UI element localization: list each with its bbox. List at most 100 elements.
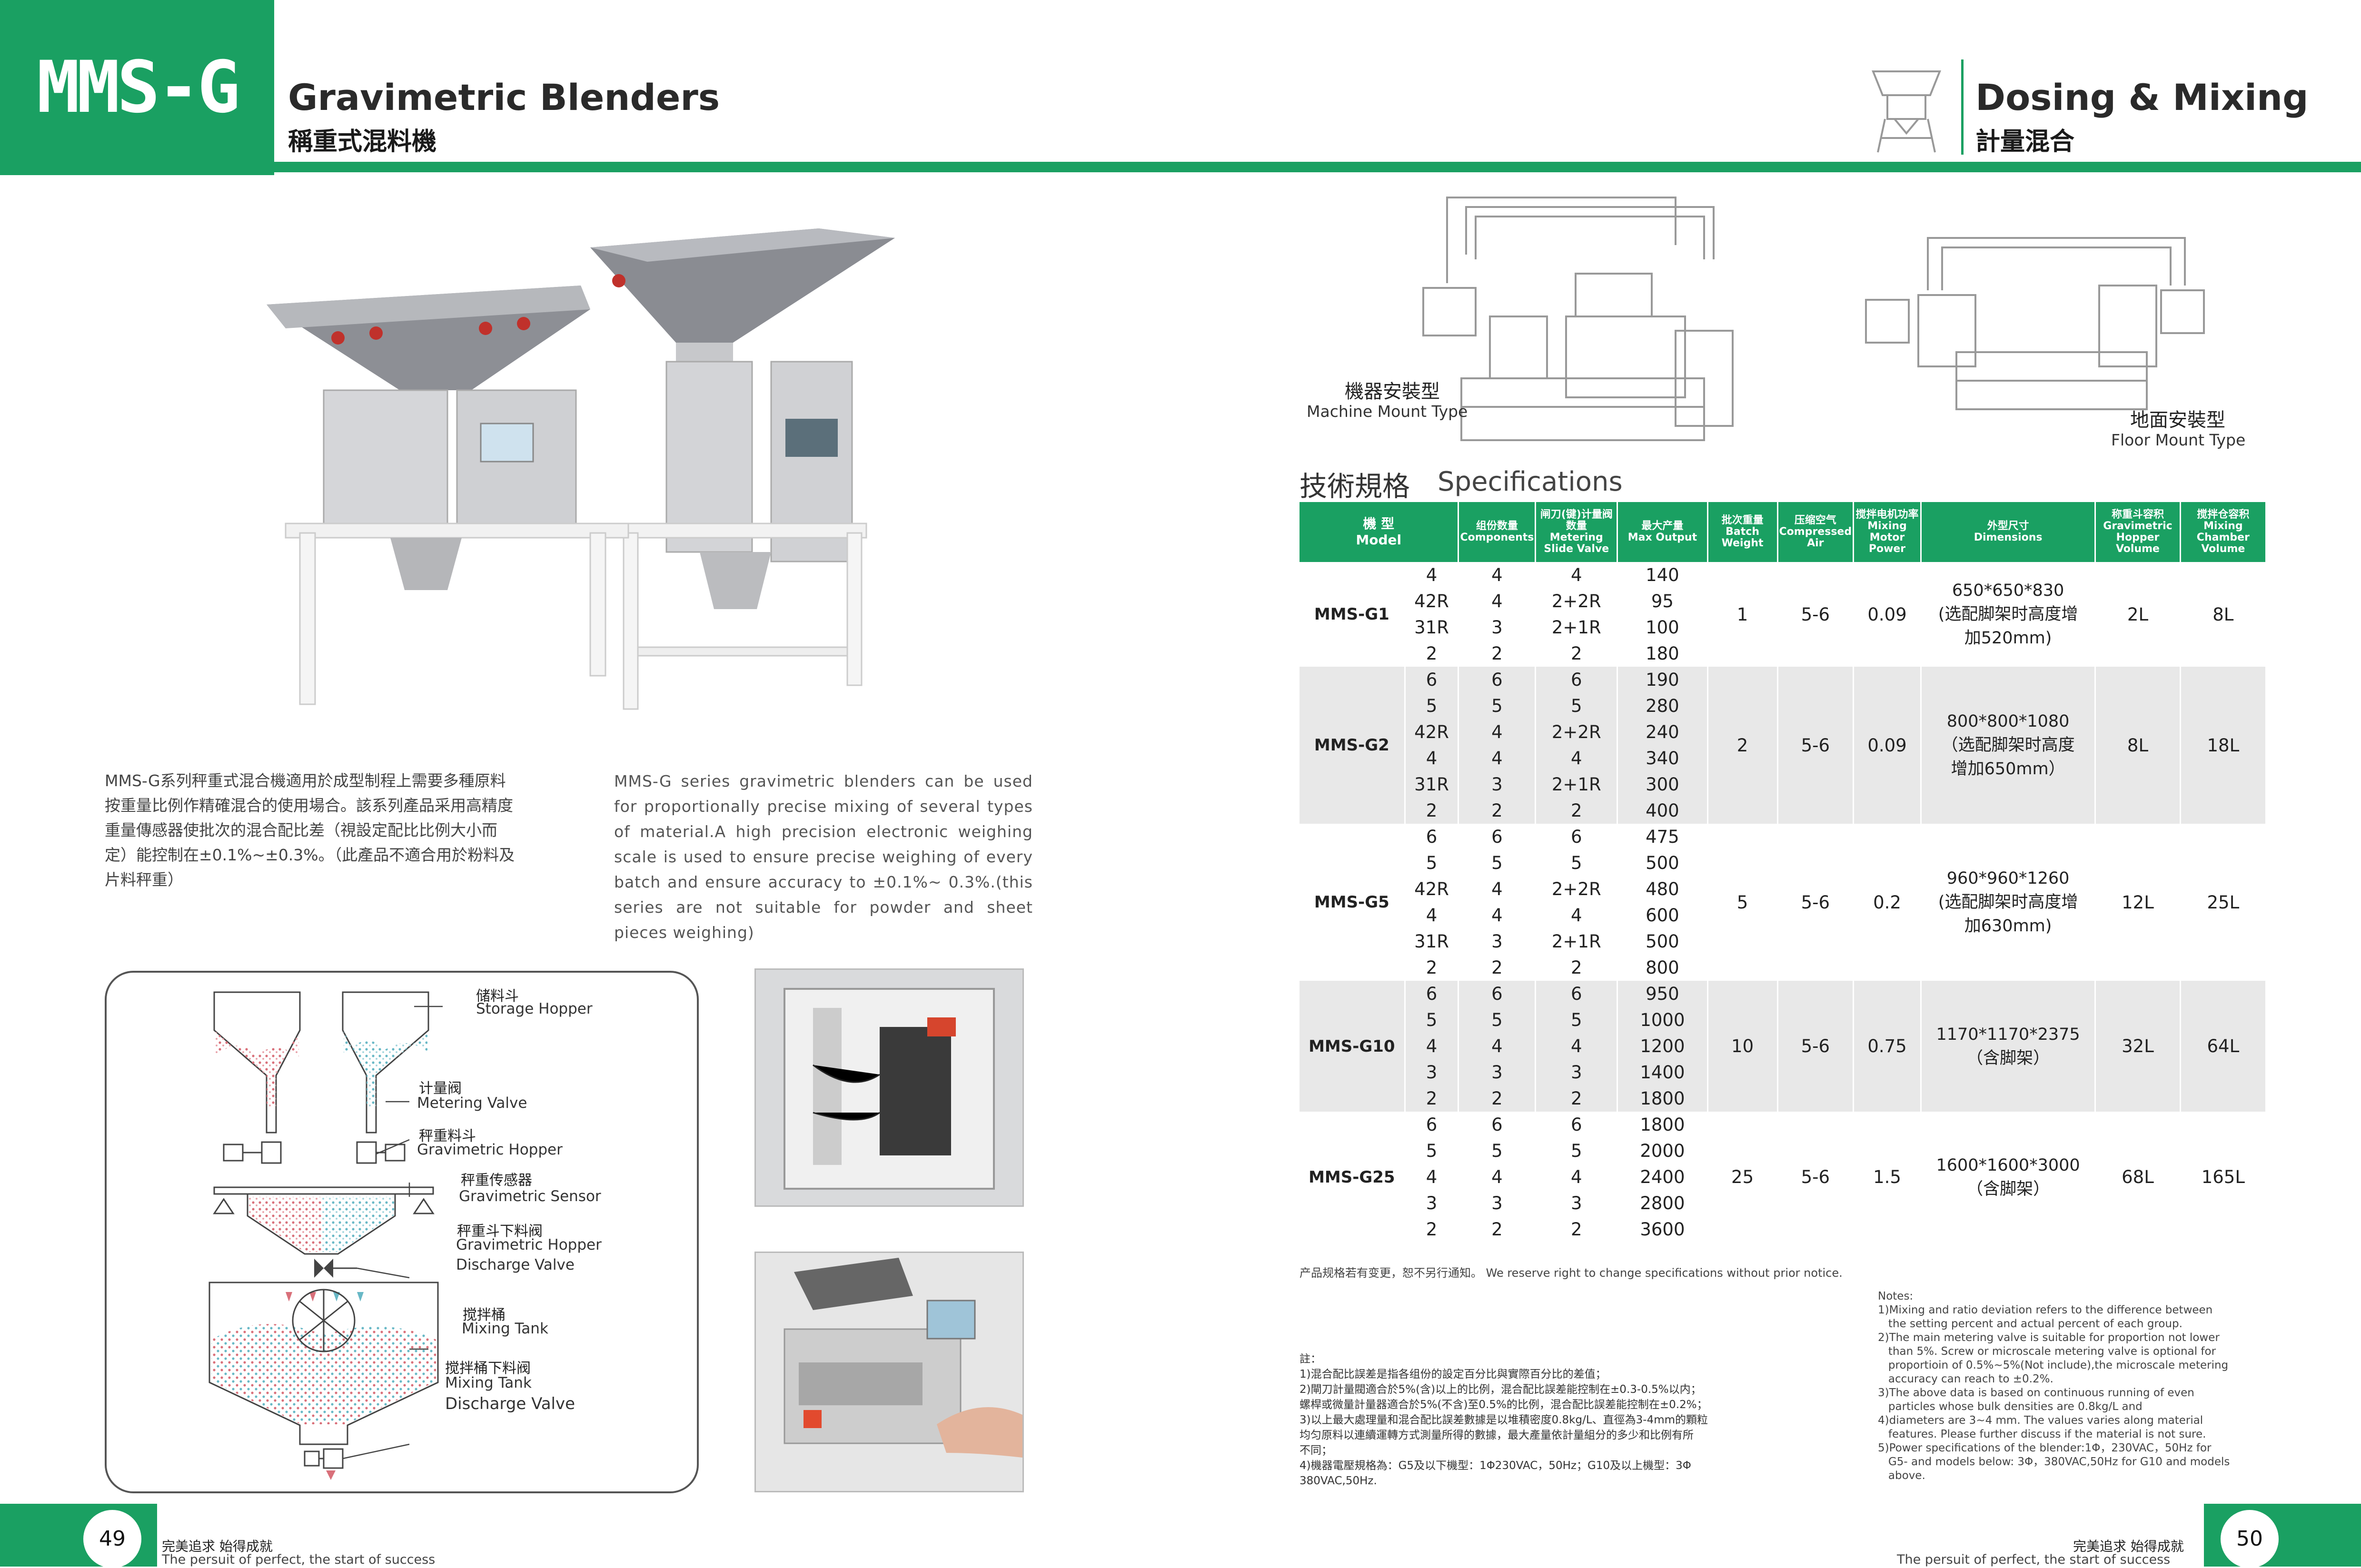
machine-mount-label-en: Machine Mount Type [1307,402,1468,421]
cell-dimensions: 800*800*1080（选配脚架时高度增加650mm） [1921,667,2096,824]
page-number-left: 49 [99,1527,126,1551]
cell-valve: 5 [1535,1138,1618,1164]
label-storage-hopper-cn: 储料斗 [476,988,519,1005]
cell-components: 6 [1458,667,1537,693]
floor-mount-diagram [1865,237,2205,410]
cell-model: MMS-G5 [1300,824,1406,981]
note-cn-line: 均匀原料以連續運轉方式測量所得的數據，最大產量依計量組分的多少和比例有所 [1300,1429,1694,1441]
cell-valve: 2 [1535,798,1618,824]
cell-valve: 4 [1535,902,1618,928]
cell-batch: 25 [1707,1112,1778,1243]
cell-valve: 2+1R [1535,771,1618,798]
cell-components: 3 [1458,928,1537,955]
cell-chamber-volume: 18L [2180,667,2267,824]
note-cn-line: 註： [1300,1353,1321,1365]
cell-variant: 42R [1405,719,1459,745]
note-en-line: particles whose bulk densities are 0.8kg… [1878,1400,2143,1413]
cell-valve: 2 [1535,1085,1618,1112]
cell-output: 950 [1617,981,1708,1007]
cell-components: 4 [1458,745,1537,771]
cell-valve: 2 [1535,955,1618,981]
cell-output: 1000 [1617,1007,1708,1033]
cell-air: 5-6 [1777,824,1855,981]
cell-batch: 2 [1707,667,1778,824]
cell-output: 800 [1617,955,1708,981]
cell-variant: 42R [1405,876,1459,902]
cell-variant: 5 [1405,1138,1459,1164]
cell-output: 280 [1617,693,1708,719]
note-en-line: the setting percent and actual percent o… [1878,1318,2182,1330]
note-en-line: accuracy can reach to ±0.2%. [1878,1373,2053,1385]
cell-variant: 31R [1405,614,1459,641]
note-en-line: above. [1878,1469,1925,1482]
cell-components: 5 [1458,1007,1537,1033]
cell-valve: 4 [1535,562,1618,588]
th-chamber-volume: 搅拌仓容积 Mixing Chamber Volume [2180,502,2267,562]
note-en-line: 1)Mixing and ratio deviation refers to t… [1878,1304,2213,1316]
cell-output: 1800 [1617,1112,1708,1138]
cell-output: 480 [1617,876,1708,902]
cell-output: 3600 [1617,1216,1708,1243]
cell-batch: 1 [1707,562,1778,667]
cell-components: 4 [1458,1033,1537,1059]
cell-valve: 6 [1535,824,1618,850]
cell-output: 600 [1617,902,1708,928]
brand-logo-text: MMS-G [37,46,240,129]
control-cabinet-photo [754,968,1024,1207]
cell-variant: 6 [1405,1112,1459,1138]
cell-power: 0.09 [1853,562,1922,667]
cell-components: 4 [1458,562,1537,588]
cell-air: 5-6 [1777,1112,1855,1243]
notes-en: Notes:1)Mixing and ratio deviation refer… [1878,1290,2287,1483]
page-number-left-badge [83,1510,141,1568]
intro-text-cn: MMS-G系列秤重式混合機適用於成型制程上需要多種原料按重量比例作精確混合的使用… [105,771,515,889]
cell-valve: 2+1R [1535,928,1618,955]
cell-model: MMS-G25 [1300,1112,1406,1243]
cell-output: 240 [1617,719,1708,745]
label-tank-discharge-cn: 搅拌桶下料阀 [445,1360,531,1377]
th-dimensions: 外型尺寸 Dimensions [1921,502,2096,562]
cell-valve: 3 [1535,1059,1618,1085]
th-model: 機 型 Model [1300,502,1459,562]
cell-hopper-volume: 2L [2095,562,2181,667]
cell-components: 6 [1458,824,1537,850]
note-cn-line: 3)以上最大處理量和混合配比誤差數據是以堆積密度0.8kg/L、直徑為3-4mm… [1300,1414,1708,1426]
cell-valve: 2 [1535,641,1618,667]
th-hopper-volume: 称重斗容积 Gravimetric Hopper Volume [2095,502,2181,562]
header-divider [1961,59,1964,155]
cell-valve: 6 [1535,981,1618,1007]
cell-chamber-volume: 8L [2180,562,2267,667]
cell-components: 2 [1458,955,1537,981]
cell-variant: 31R [1405,928,1459,955]
label-mixing-tank-cn: 搅拌桶 [463,1307,506,1323]
note-en-line: than 5%. Screw or microscale metering va… [1878,1345,2216,1358]
cell-output: 1200 [1617,1033,1708,1059]
cell-variant: 2 [1405,1085,1459,1112]
label-gravimetric-sensor-en: Gravimetric Sensor [459,1188,601,1205]
cell-variant: 4 [1405,562,1459,588]
note-en-line: 2)The main metering valve is suitable fo… [1878,1331,2220,1344]
machine-mount-label-cn: 機器安裝型 [1345,381,1440,403]
note-en-line: 4)diameters are 3~4 mm. The values varie… [1878,1414,2203,1427]
cell-output: 95 [1617,588,1708,614]
process-diagram [208,991,443,1480]
note-en-line: 5)Power specifications of the blender:1Φ… [1878,1442,2212,1454]
cell-valve: 4 [1535,1033,1618,1059]
th-output: 最大产量 Max Output [1617,502,1708,562]
note-en-line: G5- and models below: 3Φ，380VAC,50Hz for… [1878,1456,2230,1468]
cell-batch: 5 [1707,824,1778,981]
cell-valve: 5 [1535,850,1618,876]
spec-title-cn: 技術規格 [1300,470,1410,503]
cell-output: 2400 [1617,1164,1708,1190]
cell-output: 400 [1617,798,1708,824]
cell-hopper-volume: 32L [2095,981,2181,1112]
